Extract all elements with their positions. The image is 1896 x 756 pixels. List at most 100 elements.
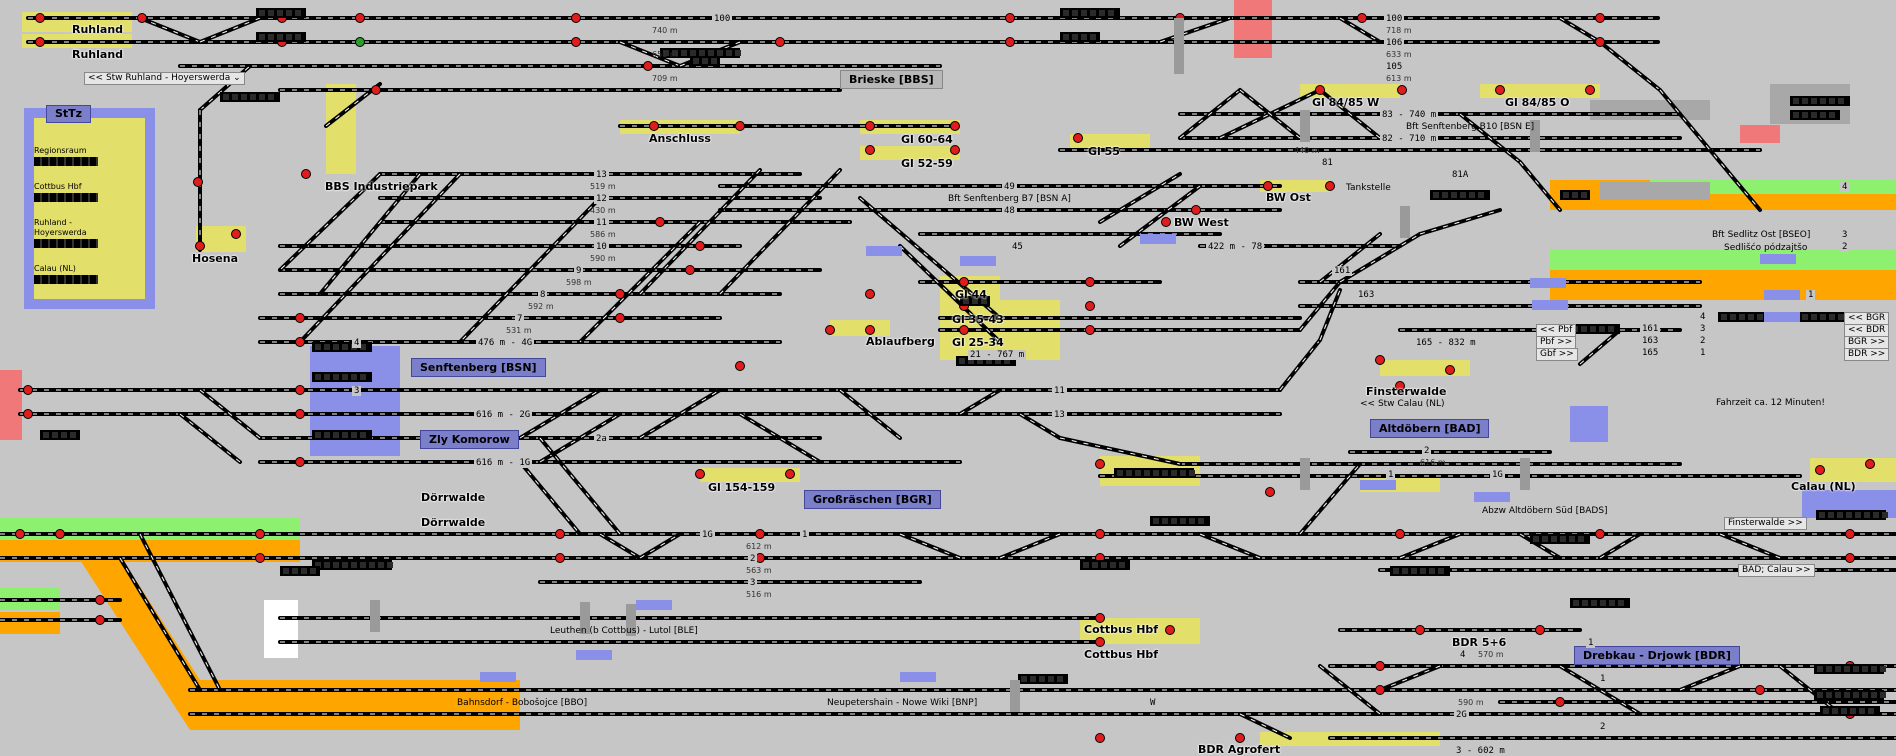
link-gbf[interactable]: Gbf >> [1536,348,1578,361]
block-cell [1844,692,1850,698]
signal-light [295,313,305,323]
sttz-entry-ruhland[interactable]: Ruhland - Hoyerswerda [34,218,114,248]
sttz-entry-label: Cottbus Hbf [34,182,82,191]
label-stw-calau[interactable]: << Stw Calau (NL) [1360,399,1445,409]
signal-light [1395,381,1405,391]
length-label: 430 m [590,206,616,215]
lavender-marker [480,672,516,682]
button-stw-ruhland[interactable]: << Stw Ruhland - Hoyerswerda ⌄ [84,72,245,85]
sttz-panel-inner [34,118,145,299]
label-bdr-5-6: BDR 5+6 [1452,636,1507,649]
station-altdoebern[interactable]: Altdöbern [BAD] [1370,419,1490,438]
block-cell [1850,708,1856,714]
block-cell [663,50,669,56]
separator-bar [1010,680,1020,712]
block-cell [342,374,348,380]
station-drebkau[interactable]: Drebkau - Drjowk [BDR] [1574,646,1740,665]
platform-strip [830,320,890,336]
block-cell [277,10,283,16]
link-bad-calau[interactable]: BAD; Calau >> [1738,564,1815,577]
sttz-entry-calau[interactable]: Calau (NL) [34,264,114,284]
route-zone-orange [0,612,60,634]
block-cell [1081,34,1087,40]
block-cell [1573,600,1579,606]
label-gl-55: Gl 55 [1088,145,1120,158]
platform-strip [326,84,356,174]
signal-light [1315,85,1325,95]
signal-light [1375,685,1385,695]
track-switch [1319,233,1381,283]
track-label: 11 [594,218,609,228]
block-cell [735,50,741,56]
block-cell [1837,512,1843,518]
block-cell [1581,192,1587,198]
block-cell [1618,600,1624,606]
sttz-entry-regionsraum[interactable]: Regionsraum [34,146,114,166]
sttz-panel: StTz Regionsraum Cottbus Hbf Ruhland - H… [24,105,155,309]
track-switch [459,197,601,343]
block-cell [268,34,274,40]
track-switch [1319,289,1341,341]
block-cell [1393,568,1399,574]
separator-bar [1300,110,1310,142]
station-zly-komorow[interactable]: Zly Komorow [420,430,519,449]
track-switch [1659,89,1761,211]
block-cell [1793,98,1799,104]
route-zone-orange [80,540,520,730]
link-finsterwalde[interactable]: Finsterwalde >> [1724,517,1807,530]
track-switch [1299,281,1341,331]
signal-light [1085,301,1095,311]
label-doerrwalde-2: Dörrwalde [421,516,486,529]
block-cell [1823,708,1829,714]
signal-light [695,241,705,251]
block-cell [1721,314,1727,320]
block-cell [1420,568,1426,574]
track-label: 163 [1640,336,1661,346]
station-senftenberg[interactable]: Senftenberg [BSN] [411,358,546,377]
block-cell [1442,192,1448,198]
track-switch [898,244,1002,344]
label-abzw-altdoebern: Abzw Altdöbern Süd [BADS] [1482,506,1608,516]
block-cell [1119,562,1125,568]
track-label: 7 [515,314,525,324]
track-label: 163 [1356,290,1377,300]
track-label: 3 - 602 m [1454,746,1507,756]
block-cell [369,562,375,568]
length-label: 570 m [1478,650,1504,659]
block-cell [360,562,366,568]
block-cell [1180,470,1186,476]
block-cell [1162,470,1168,476]
block-cell [1826,666,1832,672]
block-cell [1811,98,1817,104]
lavender-marker [960,256,996,266]
block-cell [1411,568,1417,574]
block-cell [1600,600,1606,606]
track-label: 422 m - 78 [1206,242,1265,252]
block-cell [1162,518,1168,524]
block-cell [333,562,339,568]
sttz-entry-cottbus[interactable]: Cottbus Hbf [34,182,114,202]
station-grossraeschen[interactable]: Großräschen [BGR] [804,490,941,509]
lavender-marker [1532,300,1568,310]
track-label: 21 - 767 m [968,350,1027,360]
track-switch [959,389,1001,415]
track-label: 1 [1586,638,1596,648]
block-cell [1793,112,1799,118]
platform-strip [860,146,960,160]
signal-light [1005,13,1015,23]
track-switch [138,16,202,44]
track-label: 83 - 740 m [1380,110,1439,120]
block-cell [342,344,348,350]
signal-light [1095,637,1105,647]
station-brieske[interactable]: Brieske [BBS] [840,70,943,89]
block-cell [1820,98,1826,104]
block-cell [1083,562,1089,568]
block-cell [324,344,330,350]
lavender-marker [1760,254,1796,264]
signal-light [555,553,565,563]
link-bdr-right[interactable]: BDR >> [1844,348,1890,361]
track-label: 4 [1698,312,1708,322]
block-cell [1599,326,1605,332]
signal-light [959,325,969,335]
track-switch [1419,209,1501,235]
